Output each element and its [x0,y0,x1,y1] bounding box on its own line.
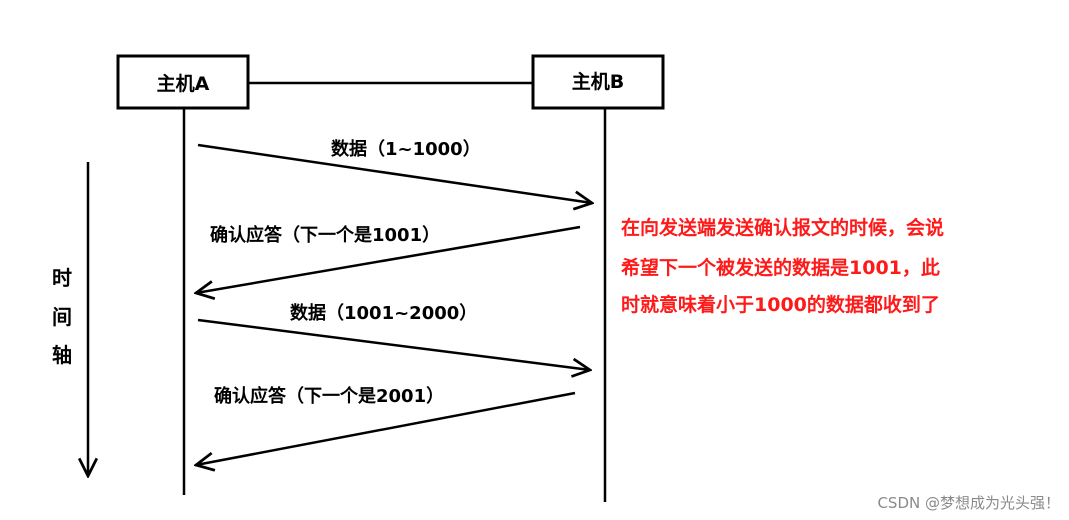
message-label-2: 确认应答（下一个是1001） [210,224,440,246]
message-label-4: 确认应答（下一个是2001） [214,385,444,407]
message-label-1: 数据（1~1000） [331,138,481,160]
message-arrow-3 [197,318,590,370]
note-line-3: 时就意味着小于1000的数据都收到了 [621,293,940,316]
host-b-label: 主机B [572,71,624,93]
time-axis-label-1: 时 [52,266,72,290]
message-arrow-2 [196,225,581,293]
host-a-box: 主机A [116,54,250,110]
host-a-label: 主机A [157,73,210,95]
time-axis-label-3: 轴 [52,343,72,367]
explanation-note: 在向发送端发送确认报文的时候，会说 希望下一个被发送的数据是1001，此 时就意… [621,216,944,316]
host-b-box: 主机B [531,54,665,110]
note-line-2: 希望下一个被发送的数据是1001，此 [621,256,940,279]
message-arrow-1 [197,143,592,203]
message-label-3: 数据（1001~2000） [290,302,477,324]
message-arrow-4 [196,391,576,465]
time-axis-label-2: 间 [52,305,72,329]
note-line-1: 在向发送端发送确认报文的时候，会说 [621,216,944,239]
watermark-text: CSDN @梦想成为光头强！ [877,494,1060,512]
